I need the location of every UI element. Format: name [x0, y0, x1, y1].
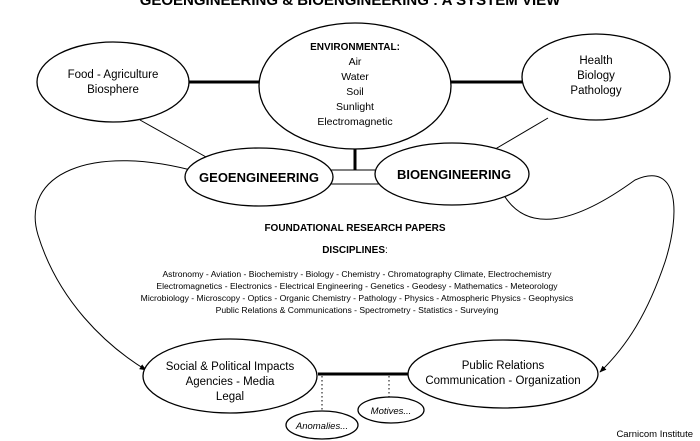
public-relations-node	[407, 339, 599, 409]
environmental-heading: ENVIRONMENTAL:	[310, 42, 400, 53]
motives-node	[357, 396, 425, 424]
disciplines-heading: DISCIPLINES:	[322, 245, 388, 256]
environmental-item-electromagnetic: Electromagnetic	[317, 116, 392, 128]
anomalies-label: Anomalies...	[295, 421, 348, 432]
environmental-node	[258, 22, 452, 150]
disciplines-line-1: Astronomy - Aviation - Biochemistry - Bi…	[162, 269, 552, 279]
connector-food-geoengineering	[139, 119, 216, 163]
motives-label: Motives...	[371, 406, 412, 417]
health-line-1: Health	[579, 55, 612, 67]
public-relations-line-2: Communication - Organization	[425, 375, 580, 387]
diagram-title: GEOENGINEERING & BIOENGINEERING : A SYST…	[140, 0, 561, 9]
food-line-2: Biosphere	[87, 84, 139, 96]
bioengineering-label: BIOENGINEERING	[397, 167, 511, 182]
health-line-2: Biology	[577, 70, 615, 82]
social-line-3: Legal	[216, 391, 244, 403]
foundational-heading: FOUNDATIONAL RESEARCH PAPERS	[264, 223, 445, 234]
social-political-node	[142, 338, 318, 414]
food-line-1: Food - Agriculture	[68, 69, 159, 81]
food-agriculture-node	[36, 41, 190, 123]
environmental-item-sunlight: Sunlight	[336, 101, 374, 113]
bioengineering-node	[374, 142, 530, 206]
disciplines-line-3: Microbiology - Microscopy - Optics - Org…	[141, 293, 574, 303]
social-line-2: Agencies - Media	[186, 376, 275, 388]
health-node	[521, 33, 671, 121]
environmental-item-air: Air	[349, 56, 362, 68]
arrow-geoengineering-to-social	[34, 160, 199, 371]
anomalies-node	[285, 410, 359, 440]
geoengineering-node	[184, 147, 334, 207]
environmental-item-water: Water	[341, 71, 369, 83]
geoengineering-label: GEOENGINEERING	[199, 170, 319, 185]
disciplines-line-4: Public Relations & Communications - Spec…	[216, 305, 499, 315]
arrow-bioengineering-to-public-relations	[499, 175, 675, 373]
disciplines-heading-colon: :	[385, 245, 388, 256]
public-relations-line-1: Public Relations	[462, 360, 545, 372]
health-line-3: Pathology	[570, 85, 621, 97]
social-line-1: Social & Political Impacts	[166, 361, 295, 373]
environmental-item-soil: Soil	[346, 86, 364, 98]
credit-label: Carnicom Institute	[616, 429, 693, 440]
disciplines-line-2: Electromagnetics - Electronics - Electri…	[156, 281, 558, 291]
disciplines-heading-label: DISCIPLINES	[322, 245, 385, 256]
